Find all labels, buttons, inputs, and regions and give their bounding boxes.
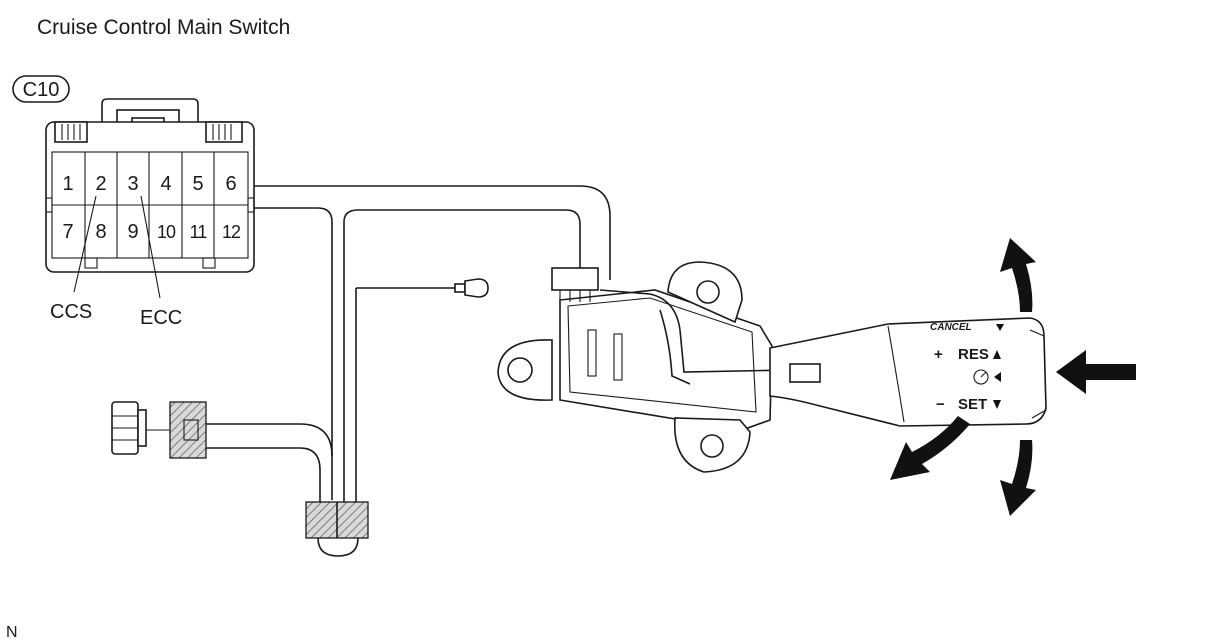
- left-lock-tab: [54, 121, 88, 143]
- res-label: RES: [958, 346, 989, 363]
- pin-1: 1: [62, 173, 73, 195]
- ecc-leader: [140, 195, 161, 299]
- operation-arrows: [890, 238, 1136, 516]
- pin-11: 11: [190, 222, 208, 242]
- pin-7: 7: [62, 221, 73, 243]
- pin-8: 8: [95, 221, 106, 243]
- wire-harness: [140, 185, 611, 557]
- diagram-title: Cruise Control Main Switch: [37, 16, 290, 39]
- arrow-push-icon: [1056, 350, 1136, 394]
- connector-c10: 1 2 3 4 5 6 7 8 9 10 11 12: [45, 98, 255, 273]
- pin-3: 3: [127, 173, 138, 195]
- connector-code: C10: [23, 79, 60, 101]
- res-sign: +: [934, 346, 943, 363]
- pin-6: 6: [225, 173, 236, 195]
- ccs-leader: [73, 195, 97, 293]
- ccs-label: CCS: [50, 301, 92, 323]
- ground-terminal: [454, 278, 489, 298]
- pin-2: 2: [95, 173, 106, 195]
- right-lock-tab: [205, 121, 243, 143]
- arrow-pull-icon: [890, 416, 970, 480]
- cruise-icon: [973, 369, 1001, 385]
- harness-connector: [111, 401, 207, 459]
- switch-mounting-body: [497, 261, 791, 473]
- pin-5: 5: [192, 173, 203, 195]
- pin-12: 12: [222, 222, 241, 242]
- pin-10: 10: [157, 222, 176, 242]
- pin-4: 4: [160, 173, 171, 195]
- set-label: SET: [958, 396, 987, 413]
- connector-code-badge: C10: [12, 75, 70, 103]
- arrow-up-icon: [1000, 238, 1036, 312]
- set-sign: −: [936, 396, 945, 413]
- corner-code: N: [6, 624, 18, 641]
- arrow-down-icon: [1000, 440, 1036, 516]
- pin-9: 9: [127, 221, 138, 243]
- ecc-label: ECC: [140, 307, 182, 329]
- cruise-control-lever: CANCEL + RES − SET: [769, 317, 1047, 427]
- cancel-label: CANCEL: [930, 322, 972, 333]
